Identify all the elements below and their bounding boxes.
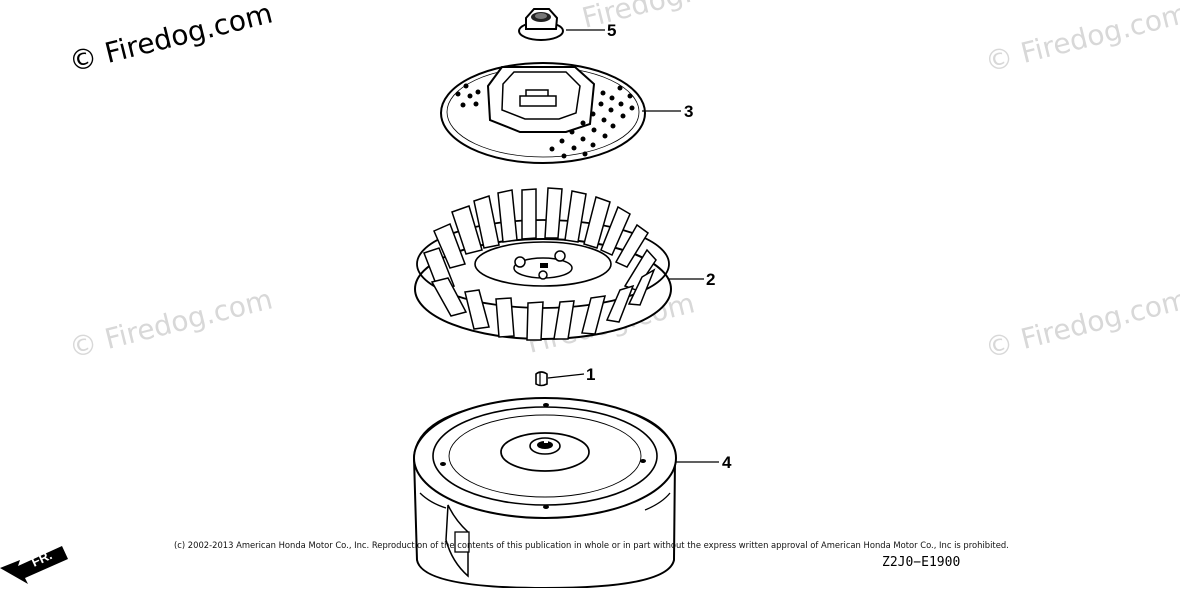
part-3-starter-pulley bbox=[440, 62, 646, 164]
front-direction-arrow-icon: FR. bbox=[0, 546, 68, 584]
watermark-top-right: © Firedog.com bbox=[982, 0, 1180, 79]
part-2-cooling-fan bbox=[414, 187, 672, 341]
part-5-flange-nut bbox=[518, 8, 564, 41]
watermark-mid-right: © Firedog.com bbox=[982, 282, 1180, 364]
callout-3: 3 bbox=[684, 102, 693, 121]
callout-5: 5 bbox=[607, 21, 616, 40]
watermark-mid-left: © Firedog.com bbox=[66, 282, 276, 364]
leader-line-1 bbox=[547, 373, 585, 379]
callout-2: 2 bbox=[706, 270, 715, 289]
callout-1: 1 bbox=[586, 365, 595, 384]
callout-4: 4 bbox=[722, 453, 732, 472]
part-4-flywheel bbox=[412, 397, 677, 590]
watermark-top-left: © Firedog.com bbox=[66, 0, 276, 79]
diagram-code: Z2J0−E1900 bbox=[882, 555, 960, 570]
copyright-notice: (c) 2002-2013 American Honda Motor Co., … bbox=[174, 540, 1009, 550]
part-1-woodruff-key bbox=[535, 371, 548, 387]
